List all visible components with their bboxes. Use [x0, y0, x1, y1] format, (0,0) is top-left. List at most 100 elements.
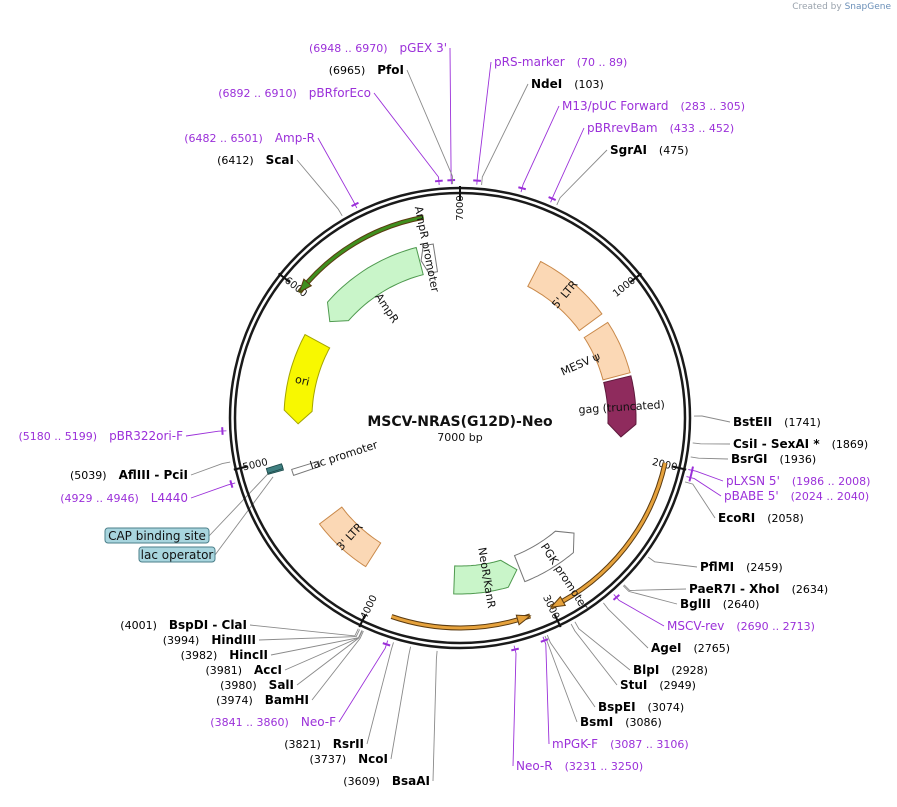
- boxed-label-text: CAP binding site: [108, 529, 206, 543]
- site-coord: (3982): [181, 649, 218, 662]
- primer-label-mpgk-f[interactable]: mPGK-F(3087 .. 3106): [552, 737, 689, 751]
- primer-label-mscv-rev[interactable]: MSCV-rev(2690 .. 2713): [667, 619, 815, 633]
- leader-pbrforeco: [374, 93, 439, 185]
- enzyme-label-bsmi[interactable]: BsmI(3086): [580, 715, 662, 729]
- enzyme-label-afliii-pcii[interactable]: AflIII - PciI(5039): [70, 468, 188, 482]
- site-name: BsaAI: [392, 774, 430, 788]
- site-coord: (3821): [284, 738, 321, 751]
- leader-bsaai: [433, 651, 437, 781]
- site-coord: (3086): [625, 716, 662, 729]
- enzyme-label-rsrii[interactable]: RsrII (3821): [284, 737, 364, 751]
- site-name: Amp-R: [275, 131, 315, 145]
- enzyme-label-bsteii[interactable]: BstEII (1741): [733, 415, 821, 429]
- leader-neo-r: [513, 646, 516, 766]
- primer-label-prs-marker[interactable]: pRS-marker(70 .. 89): [494, 55, 627, 69]
- enzyme-label-agei[interactable]: AgeI(2765): [651, 641, 730, 655]
- site-coord: (103): [574, 78, 604, 91]
- enzyme-label-bspei[interactable]: BspEI(3074): [598, 700, 684, 714]
- site-name: MSCV-rev: [667, 619, 724, 633]
- boxed-label-cap-binding-site[interactable]: CAP binding site: [105, 528, 209, 543]
- site-name: pBRforEco: [309, 86, 371, 100]
- site-name: Neo-F: [301, 715, 336, 729]
- site-name: AflIII - PciI: [119, 468, 188, 482]
- primer-site-pbrforeco: [435, 181, 443, 182]
- site-name: pBRrevBam: [587, 121, 658, 135]
- primer-label-neo-f[interactable]: Neo-F (3841 .. 3860): [210, 715, 336, 729]
- site-name: Neo-R: [516, 759, 553, 773]
- enzyme-label-acci[interactable]: AccI(3981): [205, 663, 282, 677]
- site-name: pBABE 5': [724, 489, 779, 503]
- enzyme-label-csii-sexai[interactable]: CsiI - SexAI *(1869): [733, 437, 868, 451]
- leader-ecori: [685, 482, 715, 518]
- site-name: RsrII: [333, 737, 364, 751]
- primer-label-amp-r[interactable]: Amp-R (6482 .. 6501): [184, 131, 315, 145]
- enzyme-label-bamhi[interactable]: BamHI(3974): [216, 693, 309, 707]
- leader-plxsn-5: [688, 470, 723, 482]
- site-name: PflMI: [700, 560, 734, 574]
- site-coord: (1869): [832, 438, 869, 451]
- site-coord: (3841 .. 3860): [210, 716, 289, 729]
- primer-label-l4440[interactable]: L4440(4929 .. 4946): [60, 491, 188, 505]
- site-coord: (4929 .. 4946): [60, 492, 139, 505]
- primer-label-pbrrevbam[interactable]: pBRrevBam(433 .. 452): [587, 121, 734, 135]
- site-name: BglII: [680, 597, 711, 611]
- enzyme-label-ecori[interactable]: EcoRI(2058): [718, 511, 804, 525]
- site-name: BlpI: [633, 663, 659, 677]
- enzyme-label-paer7i-xhoi[interactable]: PaeR7I - XhoI(2634): [689, 582, 828, 596]
- enzyme-label-ndei[interactable]: NdeI (103): [531, 77, 604, 91]
- tick-label-7000: 7000: [455, 195, 466, 220]
- primer-label-pbr322ori-f[interactable]: pBR322ori-F(5180 .. 5199): [19, 429, 184, 443]
- snapgene-brand: SnapGene: [845, 2, 891, 12]
- enzyme-label-bsrgi[interactable]: BsrGI(1936): [731, 452, 816, 466]
- primer-label-pbabe-5[interactable]: pBABE 5'(2024 .. 2040): [724, 489, 869, 503]
- leader-l4440: [191, 483, 235, 498]
- leader-pbabe-5: [687, 477, 722, 496]
- site-coord: (1986 .. 2008): [792, 475, 871, 488]
- enzyme-label-stui[interactable]: StuI(2949): [620, 678, 696, 692]
- site-coord: (6482 .. 6501): [184, 132, 263, 145]
- site-coord: (3981): [205, 664, 242, 677]
- site-name: pGEX 3': [400, 41, 447, 55]
- site-name: HindIII: [211, 633, 256, 647]
- enzyme-label-bspdi-clai[interactable]: BspDI - ClaI(4001): [120, 618, 247, 632]
- site-coord: (3737): [310, 753, 347, 766]
- primer-site-m13-puc-forward: [518, 187, 525, 189]
- enzyme-label-bsaai[interactable]: BsaAI(3609): [343, 774, 430, 788]
- site-name: BspEI: [598, 700, 636, 714]
- enzyme-label-hincii[interactable]: HincII(3982): [181, 648, 268, 662]
- primer-label-m13-puc-forward[interactable]: M13/pUC Forward(283 .. 305): [562, 99, 745, 113]
- leader-bsmi: [545, 636, 577, 722]
- primer-label-plxsn-5[interactable]: pLXSN 5'(1986 .. 2008): [726, 474, 870, 488]
- site-coord: (1741): [784, 416, 821, 429]
- enzyme-label-ncoi[interactable]: NcoI(3737): [310, 752, 388, 766]
- boxed-label-lac-operator[interactable]: lac operator: [139, 547, 215, 562]
- site-coord: (2765): [693, 642, 730, 655]
- site-name: BstEII: [733, 415, 772, 429]
- enzyme-label-pflmi[interactable]: PflMI (2459): [700, 560, 783, 574]
- leader-bsrgi: [691, 457, 728, 459]
- leader-amp-r: [318, 138, 357, 208]
- site-coord: (475): [659, 144, 689, 157]
- site-name: mPGK-F: [552, 737, 598, 751]
- enzyme-label-blpi[interactable]: BlpI(2928): [633, 663, 708, 677]
- feature-ampr[interactable]: [328, 248, 424, 322]
- primer-label-neo-r[interactable]: Neo-R(3231 .. 3250): [516, 759, 643, 773]
- enzyme-label-sali[interactable]: SalI(3980): [220, 678, 294, 692]
- primer-label-pbrforeco[interactable]: pBRforEco(6892 .. 6910): [218, 86, 371, 100]
- leader-pbr322ori-f: [186, 431, 226, 436]
- feature-label-gag-truncated: gag (truncated): [578, 398, 665, 416]
- enzyme-label-pfoi[interactable]: PfoI(6965): [329, 63, 404, 77]
- primer-site-pbrrevbam: [549, 197, 556, 200]
- plasmid-size: 7000 bp: [437, 431, 482, 444]
- enzyme-label-sgrai[interactable]: SgrAI(475): [610, 143, 689, 157]
- site-coord: (6412): [217, 154, 254, 167]
- enzyme-label-hindiii[interactable]: HindIII(3994): [163, 633, 256, 647]
- primer-label-pgex-3[interactable]: pGEX 3'(6948 .. 6970): [309, 41, 447, 55]
- site-coord: (2459): [746, 561, 783, 574]
- site-name: ScaI: [266, 153, 294, 167]
- enzyme-label-bglii[interactable]: BglII(2640): [680, 597, 759, 611]
- enzyme-label-scai[interactable]: ScaI (6412): [217, 153, 294, 167]
- site-name: NdeI: [531, 77, 562, 91]
